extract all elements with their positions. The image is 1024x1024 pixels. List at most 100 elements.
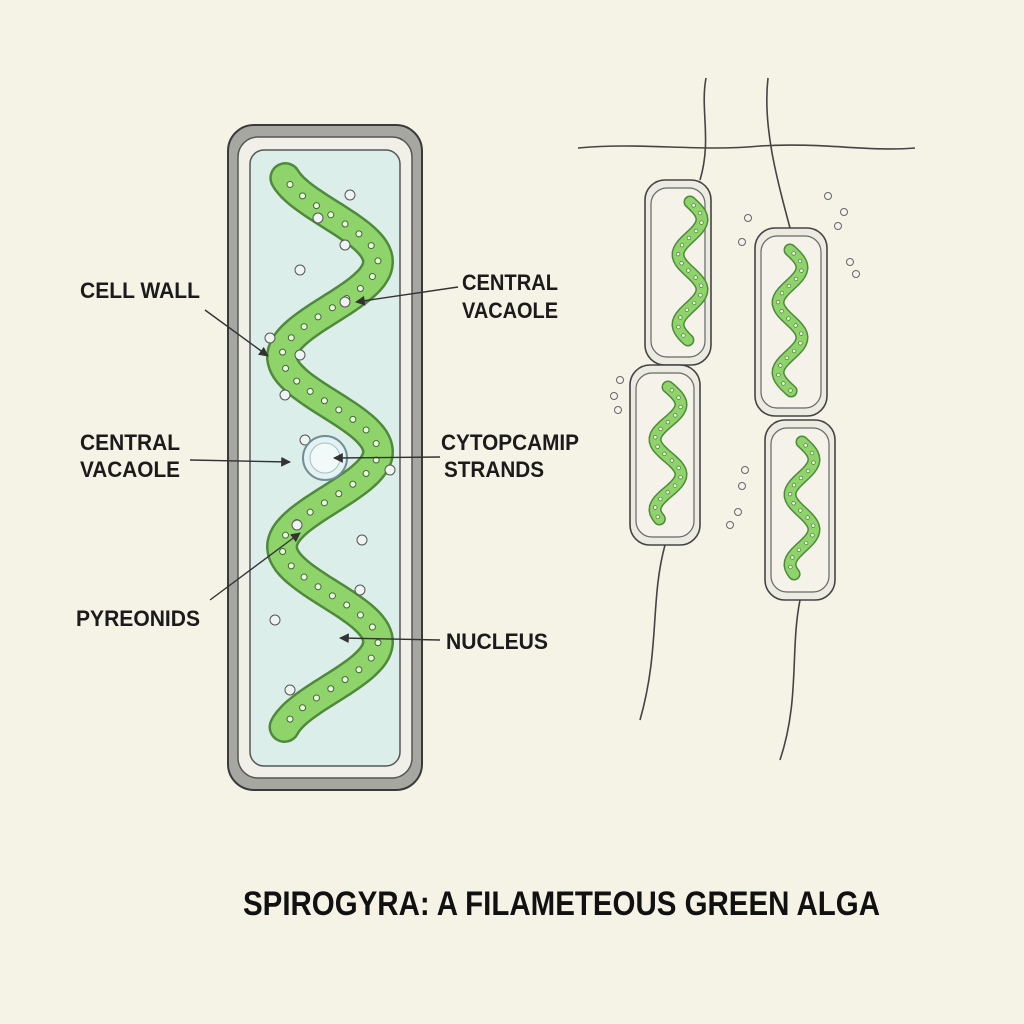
- filament-pyrenoid: [692, 300, 697, 306]
- granule: [339, 296, 351, 308]
- pyrenoid: [355, 230, 363, 238]
- filament-pyrenoid: [788, 564, 793, 570]
- pyrenoid: [343, 601, 351, 609]
- label-central-vacuole-right-line2: VACAOLE: [462, 298, 558, 323]
- water-bubble: [738, 238, 746, 246]
- cytoplasm-granules: [264, 189, 396, 696]
- pyrenoid-dots: [279, 180, 382, 723]
- diagram-title: SPIROGYRA: A FILAMETEOUS GREEN ALGA: [243, 885, 880, 923]
- filament-pyrenoid: [810, 533, 815, 538]
- filament-pyrenoid: [791, 251, 796, 256]
- water-bubble: [846, 258, 854, 266]
- filament-pyrenoid: [694, 228, 699, 234]
- filament-pyrenoid: [791, 501, 796, 506]
- pyrenoid: [328, 592, 336, 600]
- water-line: [577, 144, 916, 150]
- filament-pyrenoid: [686, 235, 692, 241]
- filament-pyrenoid: [809, 450, 815, 456]
- filament-pyrenoid: [805, 515, 810, 520]
- filament-thread: [766, 77, 791, 229]
- pyrenoid: [374, 257, 382, 265]
- filament-pyrenoid: [665, 419, 670, 425]
- pyrenoid: [356, 285, 364, 293]
- pyrenoid: [335, 490, 343, 498]
- pyrenoid: [362, 470, 370, 478]
- filament-pyrenoid: [655, 444, 660, 449]
- chloroplast-spiral: [268, 164, 392, 741]
- granule: [294, 349, 306, 361]
- water-bubble: [726, 521, 734, 529]
- filament-pyrenoid: [676, 465, 681, 470]
- filament-pyrenoid: [786, 283, 792, 289]
- filament-pyrenoid: [697, 210, 703, 216]
- pyrenoid: [367, 654, 375, 662]
- filament-pyrenoid: [804, 540, 809, 546]
- label-cell-wall: CELL WALL: [80, 278, 200, 303]
- filament-pyrenoid: [798, 508, 803, 513]
- granule: [279, 389, 291, 401]
- granule: [294, 264, 306, 276]
- filament-pyrenoid: [658, 426, 663, 431]
- filament-pyrenoid: [779, 309, 784, 314]
- filament-pyrenoid: [681, 333, 686, 338]
- granule: [344, 189, 356, 201]
- filament-pyrenoid: [792, 348, 797, 354]
- pyrenoid: [287, 334, 295, 342]
- granule: [291, 519, 303, 531]
- water-bubble: [738, 482, 746, 490]
- filament-pyrenoid: [784, 355, 789, 361]
- filament-pyrenoid: [676, 395, 681, 400]
- filament-pyrenoid: [658, 496, 663, 502]
- filament-pyrenoid: [793, 323, 798, 328]
- pyrenoid: [299, 704, 307, 712]
- filament-thread: [779, 599, 801, 761]
- pyrenoid: [341, 676, 349, 684]
- filament-pyrenoid: [655, 514, 660, 519]
- granule: [299, 434, 311, 446]
- arrow-cytoplasmic-strands: [333, 453, 441, 463]
- filament-pyrenoid: [799, 268, 804, 273]
- filament-chloroplast: [772, 245, 808, 396]
- pyrenoid: [279, 547, 287, 555]
- pyrenoid: [362, 426, 370, 434]
- arrow-pyrenoids: [209, 532, 301, 601]
- granule: [312, 212, 324, 224]
- granule: [384, 464, 396, 476]
- arrow-cell-wall: [204, 309, 269, 357]
- granule: [356, 534, 368, 546]
- label-central-vacuole-left-line1: CENTRAL: [80, 430, 180, 455]
- filament-pyrenoid: [811, 523, 816, 528]
- pyrenoid: [327, 685, 335, 693]
- pyrenoid: [320, 397, 328, 405]
- label-cytoplasmic-strands-line2: STRANDS: [444, 457, 544, 482]
- water-bubble: [840, 208, 848, 216]
- filament-pyrenoid: [794, 276, 799, 282]
- filament-pyrenoid: [673, 413, 678, 418]
- filament-pyrenoid: [787, 492, 793, 497]
- arrow-nucleus: [339, 633, 441, 644]
- pyrenoid: [328, 304, 336, 312]
- granule: [264, 332, 276, 344]
- water-bubble: [610, 392, 618, 400]
- filament-pyrenoid: [691, 203, 696, 208]
- pyrenoid: [356, 611, 364, 619]
- pyrenoid: [335, 406, 343, 414]
- pyrenoid: [341, 220, 349, 228]
- pyrenoid: [320, 499, 328, 507]
- filament-pyrenoid: [806, 468, 811, 474]
- filament-pyrenoid: [790, 555, 795, 560]
- pyrenoid: [282, 531, 290, 539]
- pyrenoid: [349, 480, 357, 488]
- filament-pyrenoid: [778, 363, 783, 368]
- pyrenoid: [306, 387, 314, 395]
- filament-pyrenoid: [672, 483, 678, 488]
- filament-pyrenoid: [796, 547, 801, 553]
- filament-pyrenoid: [662, 451, 667, 457]
- pyrenoid: [314, 313, 322, 321]
- pyrenoid: [279, 348, 287, 356]
- pyrenoid: [349, 415, 357, 423]
- filament-sketch: [577, 77, 916, 761]
- arrow-central-vacuole-right: [355, 286, 459, 306]
- water-bubble: [834, 222, 842, 230]
